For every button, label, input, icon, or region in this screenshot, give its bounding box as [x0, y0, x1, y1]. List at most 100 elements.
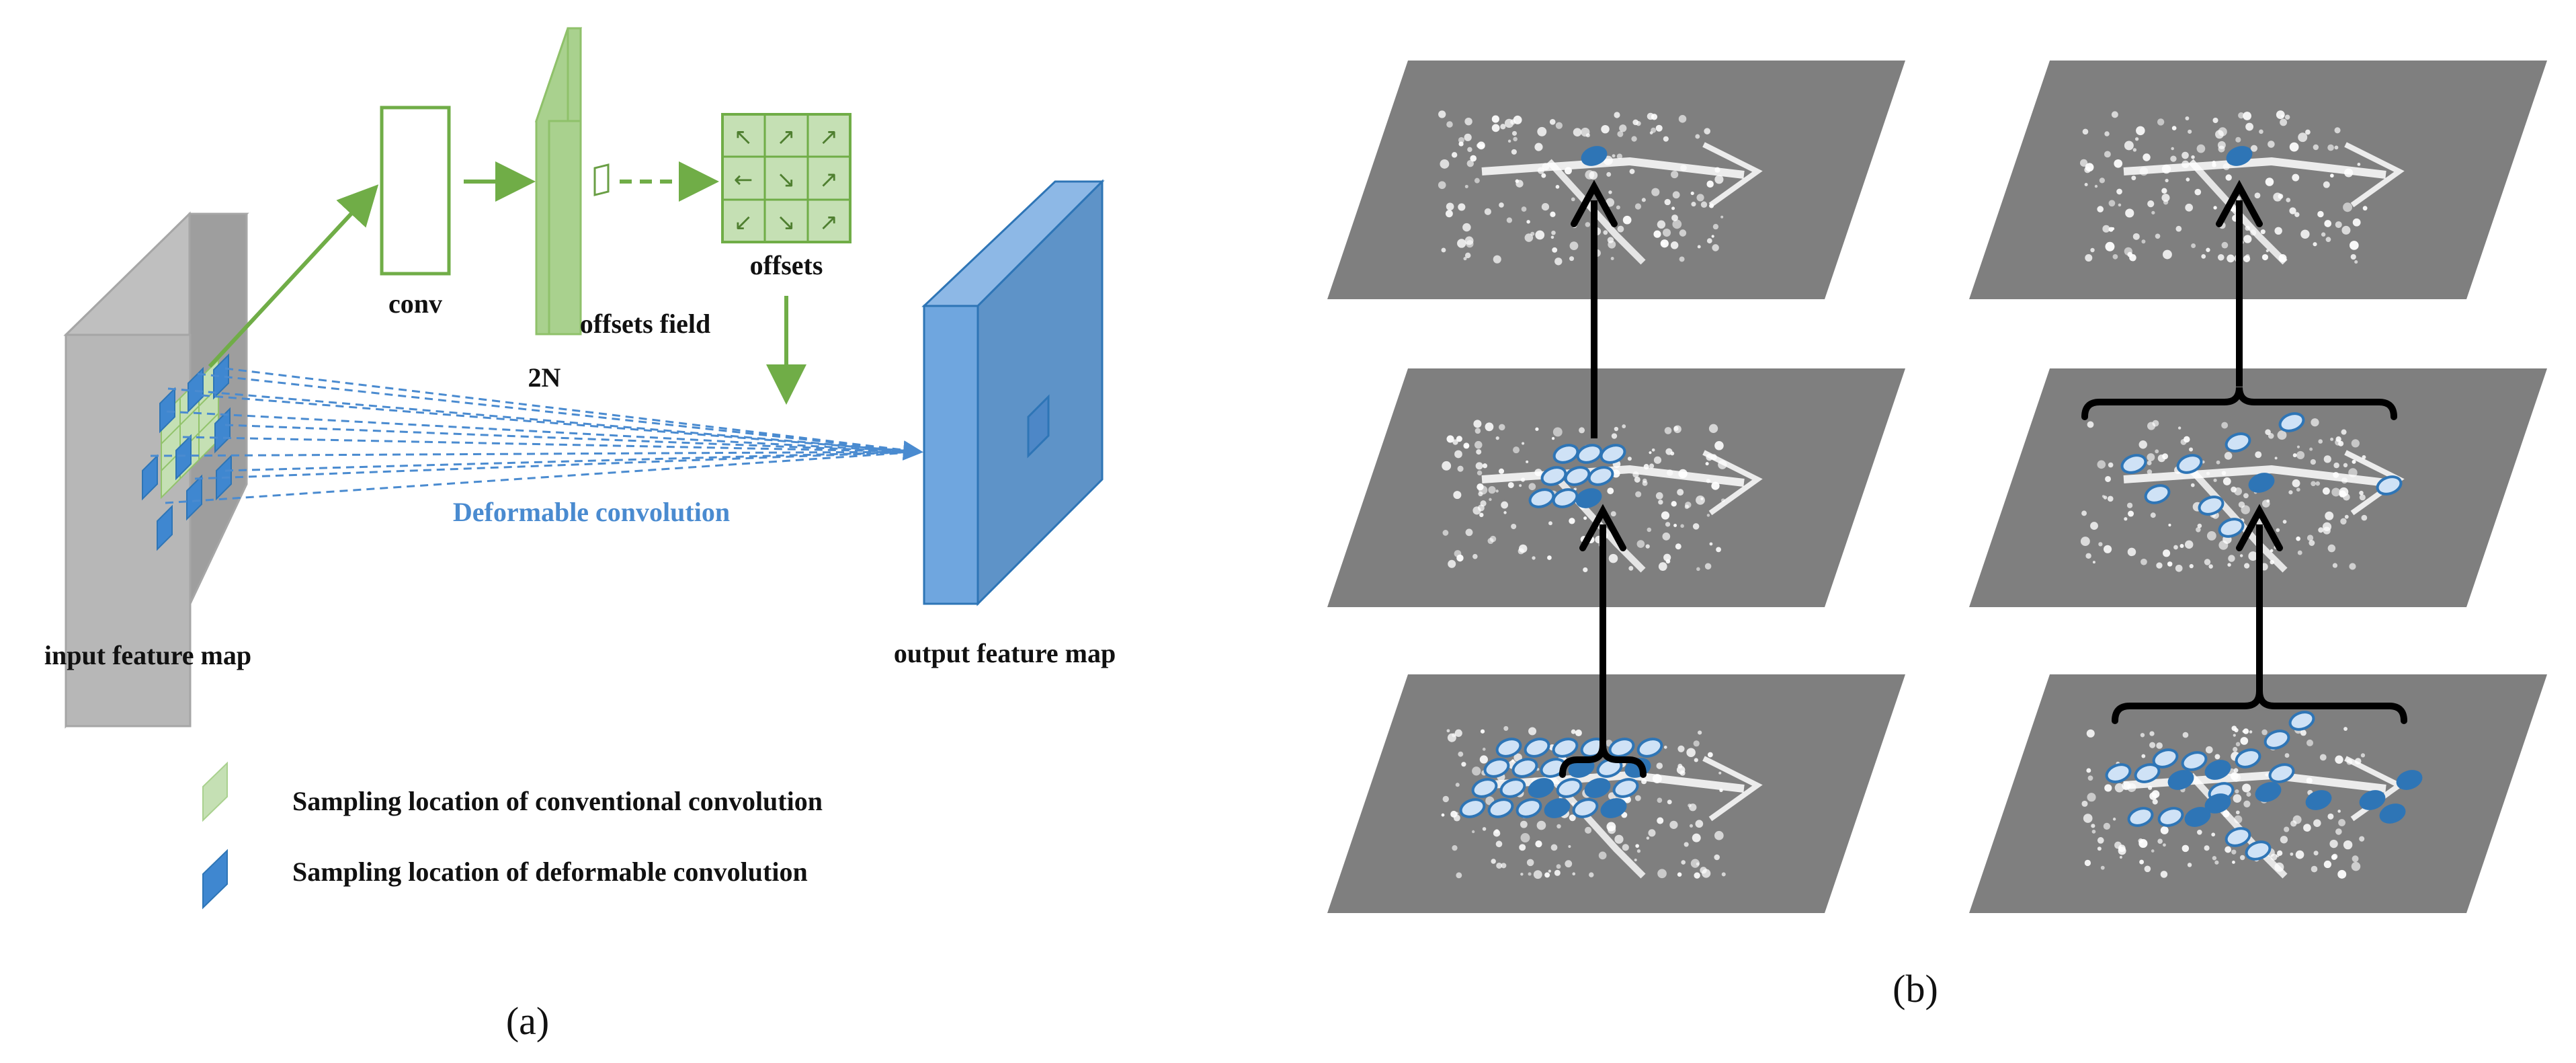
speckle [2227, 563, 2231, 567]
speckle [2114, 159, 2123, 168]
speckle [1474, 428, 1481, 434]
speckle [2277, 430, 2287, 440]
speckle [2141, 558, 2147, 565]
speckle [2294, 212, 2300, 217]
sampling-point-open [1572, 798, 1599, 818]
speckle [1520, 820, 1528, 828]
speckle [2125, 208, 2134, 218]
speckle [2310, 459, 2317, 465]
speckle [1496, 862, 1503, 869]
speckle [1547, 555, 1552, 560]
sampling-point-open [2288, 711, 2315, 731]
speckle [1535, 840, 1542, 848]
sampling-point-filled [2167, 770, 2194, 790]
speckle [2097, 847, 2102, 851]
speckle [1631, 136, 1637, 142]
speckle [1655, 124, 1663, 132]
speckle [1667, 799, 1672, 805]
speckle [1569, 241, 1579, 251]
speckle [1503, 725, 1509, 731]
offset-arrow-glyph: ↗ [819, 209, 839, 236]
speckle [1679, 770, 1686, 776]
speckle [2243, 728, 2249, 734]
speckle [1675, 543, 1681, 550]
speckle [2322, 487, 2330, 495]
speckle [1673, 425, 1681, 434]
speckle [1506, 217, 1513, 223]
sampling-point-filled [2226, 146, 2253, 166]
sampling-point-open [1552, 488, 1579, 508]
speckle [2107, 496, 2114, 502]
speckle [1610, 511, 1616, 517]
speckle [2362, 206, 2368, 211]
speckle [1698, 730, 1702, 735]
speckle [2151, 849, 2155, 853]
speckle [1704, 128, 1711, 134]
speckle [1548, 869, 1551, 873]
speckle [1671, 206, 1675, 210]
speckle [2177, 426, 2182, 430]
speckle [2243, 493, 2249, 499]
speckle [1522, 442, 1525, 445]
speckle [1695, 820, 1704, 828]
speckle [2338, 819, 2345, 826]
speckle [2296, 445, 2300, 448]
speckle [1585, 169, 1595, 180]
speckle [2147, 453, 2155, 461]
speckle [1476, 449, 1482, 455]
speckle [1608, 240, 1616, 249]
speckle [2112, 253, 2118, 260]
speckle [1511, 523, 1517, 530]
speckle [2327, 144, 2334, 151]
deformable-sample-point [159, 387, 175, 434]
speckle [2325, 511, 2334, 520]
speckle [2280, 118, 2288, 126]
speckle [2138, 440, 2147, 449]
speckle [2105, 241, 2115, 251]
speckle [2147, 469, 2153, 475]
speckle [2149, 792, 2157, 800]
speckle [2196, 527, 2201, 533]
deformable-ray [224, 450, 920, 472]
speckle [2098, 542, 2103, 547]
aircraft-body [1481, 157, 1745, 179]
speckle [2298, 132, 2308, 143]
speckle [1696, 567, 1700, 572]
speckle [1446, 435, 1454, 443]
speckle [2361, 514, 2368, 521]
deformable-convolution-rays [150, 367, 923, 504]
aircraft-body [1481, 465, 1745, 487]
speckle [2112, 818, 2116, 821]
speckle [1721, 872, 1726, 877]
sampling-point-open [1552, 738, 1579, 758]
speckle [2161, 194, 2170, 202]
speckle [1617, 130, 1624, 137]
offset-arrow-glyph: ↗ [819, 167, 839, 194]
output-feature-map [921, 179, 1105, 606]
speckle [1526, 220, 1530, 224]
speckle [2227, 254, 2235, 263]
speckle [1488, 486, 1496, 494]
speckle [1456, 872, 1462, 879]
speckle [2217, 253, 2225, 261]
speckle [1491, 124, 1500, 132]
speckle [2086, 768, 2091, 773]
speckle [2242, 783, 2251, 793]
speckle [2144, 865, 2151, 873]
speckle [2213, 478, 2217, 482]
speckle [1714, 440, 1724, 450]
speckle [2352, 459, 2356, 464]
speckle [2163, 249, 2172, 260]
deformable-sample-point [186, 474, 202, 521]
speckle [1532, 556, 1536, 560]
speckle [2239, 855, 2245, 861]
speckle [2331, 487, 2341, 497]
speckle [1663, 746, 1667, 749]
speckle [2097, 837, 2104, 844]
speckle [2334, 145, 2339, 150]
deformable-convolution-label: Deformable convolution [453, 497, 730, 527]
speckle [1598, 851, 1607, 860]
sampling-point-filled [2204, 793, 2231, 814]
speckle [1616, 153, 1623, 159]
deformable-sample-point [142, 454, 158, 501]
